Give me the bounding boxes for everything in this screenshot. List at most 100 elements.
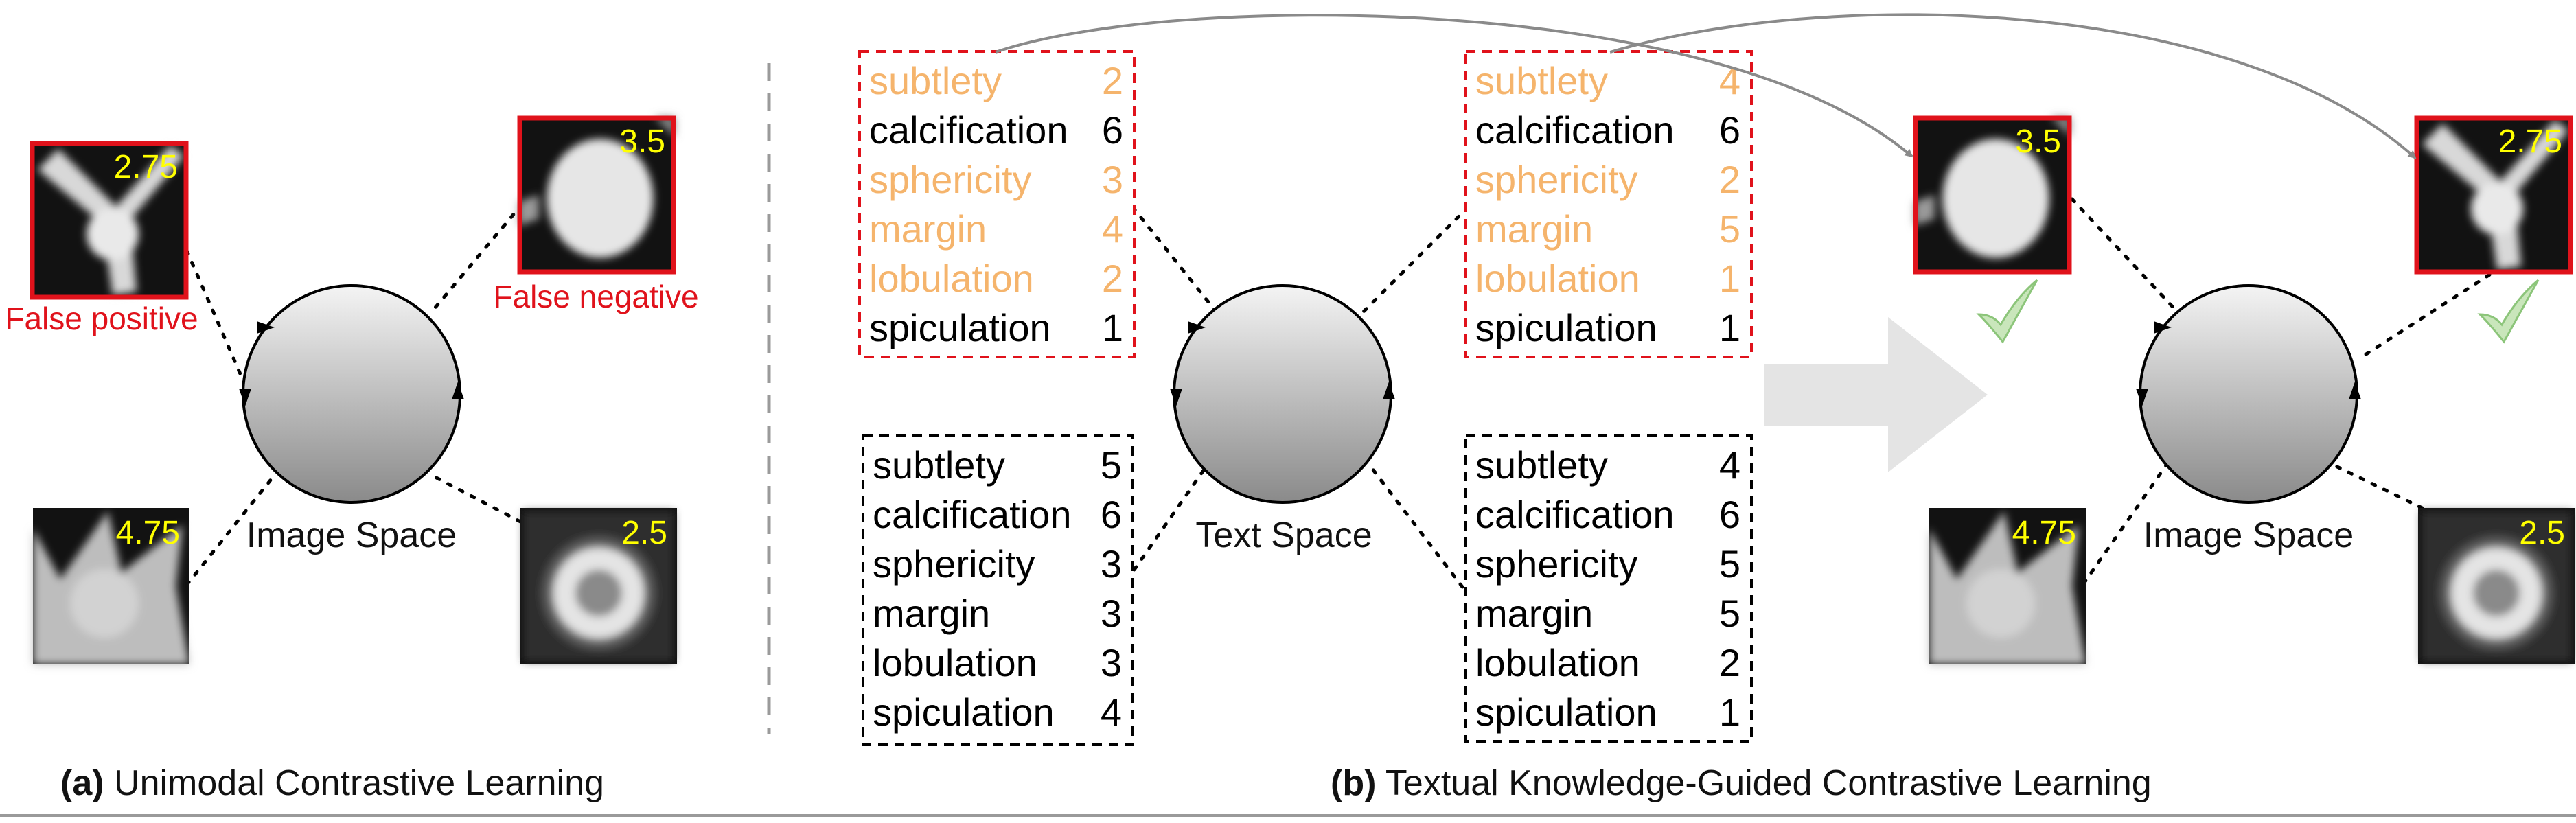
dotted-connector xyxy=(1368,463,1464,589)
attribute-value: 4 xyxy=(1102,207,1123,251)
dotted-connector xyxy=(429,473,522,524)
attribute-value: 1 xyxy=(1719,691,1740,734)
attribute-value: 3 xyxy=(1102,158,1123,201)
nodule-image: 4.75 xyxy=(1929,508,2086,664)
nodule-score: 2.75 xyxy=(2498,124,2562,160)
attribute-name: lobulation xyxy=(1475,257,1640,300)
attribute-name: calcification xyxy=(1475,108,1674,152)
attribute-name: spiculation xyxy=(1475,306,1657,349)
nodule-image: 2.75 xyxy=(2414,115,2573,344)
attribute-value: 1 xyxy=(1102,306,1123,349)
nodule-image: 3.5 xyxy=(517,115,676,275)
attribute-text-box: subtlety 5 calcification 6 sphericity 3 margin… xyxy=(862,434,1134,746)
attribute-value: 1 xyxy=(1719,306,1740,349)
transition-arrow-icon xyxy=(1764,317,1988,472)
attribute-value: 6 xyxy=(1102,108,1123,152)
attribute-value: 1 xyxy=(1719,257,1740,300)
nodule-image: 2.5 xyxy=(520,508,677,664)
caption-a-text: Unimodal Contrastive Learning xyxy=(104,763,604,803)
attribute-value: 5 xyxy=(1719,592,1740,635)
checkmark-icon xyxy=(2477,279,2540,344)
dotted-connector xyxy=(185,248,249,392)
nodule-score: 3.5 xyxy=(619,124,665,160)
nodule-image: 2.5 xyxy=(2418,508,2575,664)
nodule-image: 4.75 xyxy=(33,508,189,664)
rotation-arrowhead-icon xyxy=(239,389,251,406)
attribute-value: 5 xyxy=(1719,542,1740,586)
rotation-arrowhead-icon xyxy=(1188,321,1206,334)
false-positive-label: False positive xyxy=(5,301,198,336)
dotted-connector xyxy=(2360,266,2503,359)
caption-a-letter: (a) xyxy=(60,763,104,803)
nodule-score: 4.75 xyxy=(116,515,180,551)
dotted-connector xyxy=(1131,205,1219,314)
attribute-name: sphericity xyxy=(1475,542,1638,586)
attribute-name: sphericity xyxy=(1475,158,1638,201)
attribute-name: sphericity xyxy=(873,542,1035,586)
attribute-name: margin xyxy=(1475,207,1593,251)
text-box-frame xyxy=(1464,50,1753,358)
nodule-score: 2.75 xyxy=(114,149,178,185)
mapping-arrow xyxy=(1609,13,2417,159)
dotted-connector xyxy=(185,473,277,587)
attribute-name: margin xyxy=(869,207,987,251)
rotation-arrowhead-icon xyxy=(2154,321,2172,334)
error-frame xyxy=(2414,115,2573,275)
attribute-name: margin xyxy=(1475,592,1593,635)
attribute-value: 5 xyxy=(1101,443,1122,487)
caption-b-letter: (b) xyxy=(1331,763,1376,803)
attribute-name: calcification xyxy=(1475,493,1674,536)
rotation-arrowhead-icon xyxy=(1170,389,1182,406)
rotation-arrowhead-icon xyxy=(257,321,275,334)
caption-a: (a) Unimodal Contrastive Learning xyxy=(60,763,604,803)
panel-b-image-space-label: Image Space xyxy=(2143,515,2354,555)
attribute-name: lobulation xyxy=(1475,641,1640,684)
image-layer: 2.75 3.5 4.75 2.5 3.5 2.75 4.75 2.5 xyxy=(30,115,2575,664)
attribute-value: 6 xyxy=(1101,493,1122,536)
attribute-value: 3 xyxy=(1101,592,1122,635)
nodule-score: 3.5 xyxy=(2015,124,2061,160)
attribute-value: 3 xyxy=(1101,641,1122,684)
error-frame xyxy=(517,115,676,275)
attribute-value: 3 xyxy=(1101,542,1122,586)
attribute-value: 4 xyxy=(1719,443,1740,487)
attribute-name: margin xyxy=(873,592,990,635)
checkmark-icon xyxy=(1976,279,2038,344)
dotted-connector xyxy=(2070,197,2180,314)
panel-a-space-label: Image Space xyxy=(246,515,457,555)
attribute-name: calcification xyxy=(873,493,1071,536)
nodule-score: 4.75 xyxy=(2012,515,2076,551)
attribute-value: 2 xyxy=(1102,59,1123,102)
attribute-name: lobulation xyxy=(869,257,1034,300)
attribute-value: 4 xyxy=(1101,691,1122,734)
attribute-value: 6 xyxy=(1719,108,1740,152)
attribute-name: subtlety xyxy=(869,59,1002,102)
rotation-arrowhead-icon xyxy=(452,382,464,399)
attribute-value: 2 xyxy=(1719,641,1740,684)
curve-layer xyxy=(995,13,2417,159)
attribute-name: spiculation xyxy=(873,691,1055,734)
connector-layer xyxy=(185,197,2503,589)
text-box-frame xyxy=(1464,434,1753,743)
caption-b: (b) Textual Knowledge-Guided Contrastive… xyxy=(1331,763,2152,803)
caption-b-text: Textual Knowledge-Guided Contrastive Lea… xyxy=(1376,763,2151,803)
embedding-space-sphere xyxy=(2136,284,2361,504)
rotation-arrowhead-icon xyxy=(2136,389,2148,406)
dotted-connector xyxy=(2082,463,2168,586)
attribute-name: spiculation xyxy=(1475,691,1657,734)
nodule-score: 2.5 xyxy=(621,515,667,551)
nodule-image: 2.75 xyxy=(30,141,189,300)
attribute-name: subtlety xyxy=(873,443,1005,487)
embedding-space-sphere xyxy=(1170,284,1395,504)
dotted-connector xyxy=(1361,205,1470,314)
sphere-layer xyxy=(239,284,2361,504)
mapping-arrow xyxy=(995,14,1913,158)
false-negative-label: False negative xyxy=(493,279,698,314)
error-frame xyxy=(1913,115,2072,275)
attribute-name: subtlety xyxy=(1475,443,1608,487)
attribute-value: 5 xyxy=(1719,207,1740,251)
